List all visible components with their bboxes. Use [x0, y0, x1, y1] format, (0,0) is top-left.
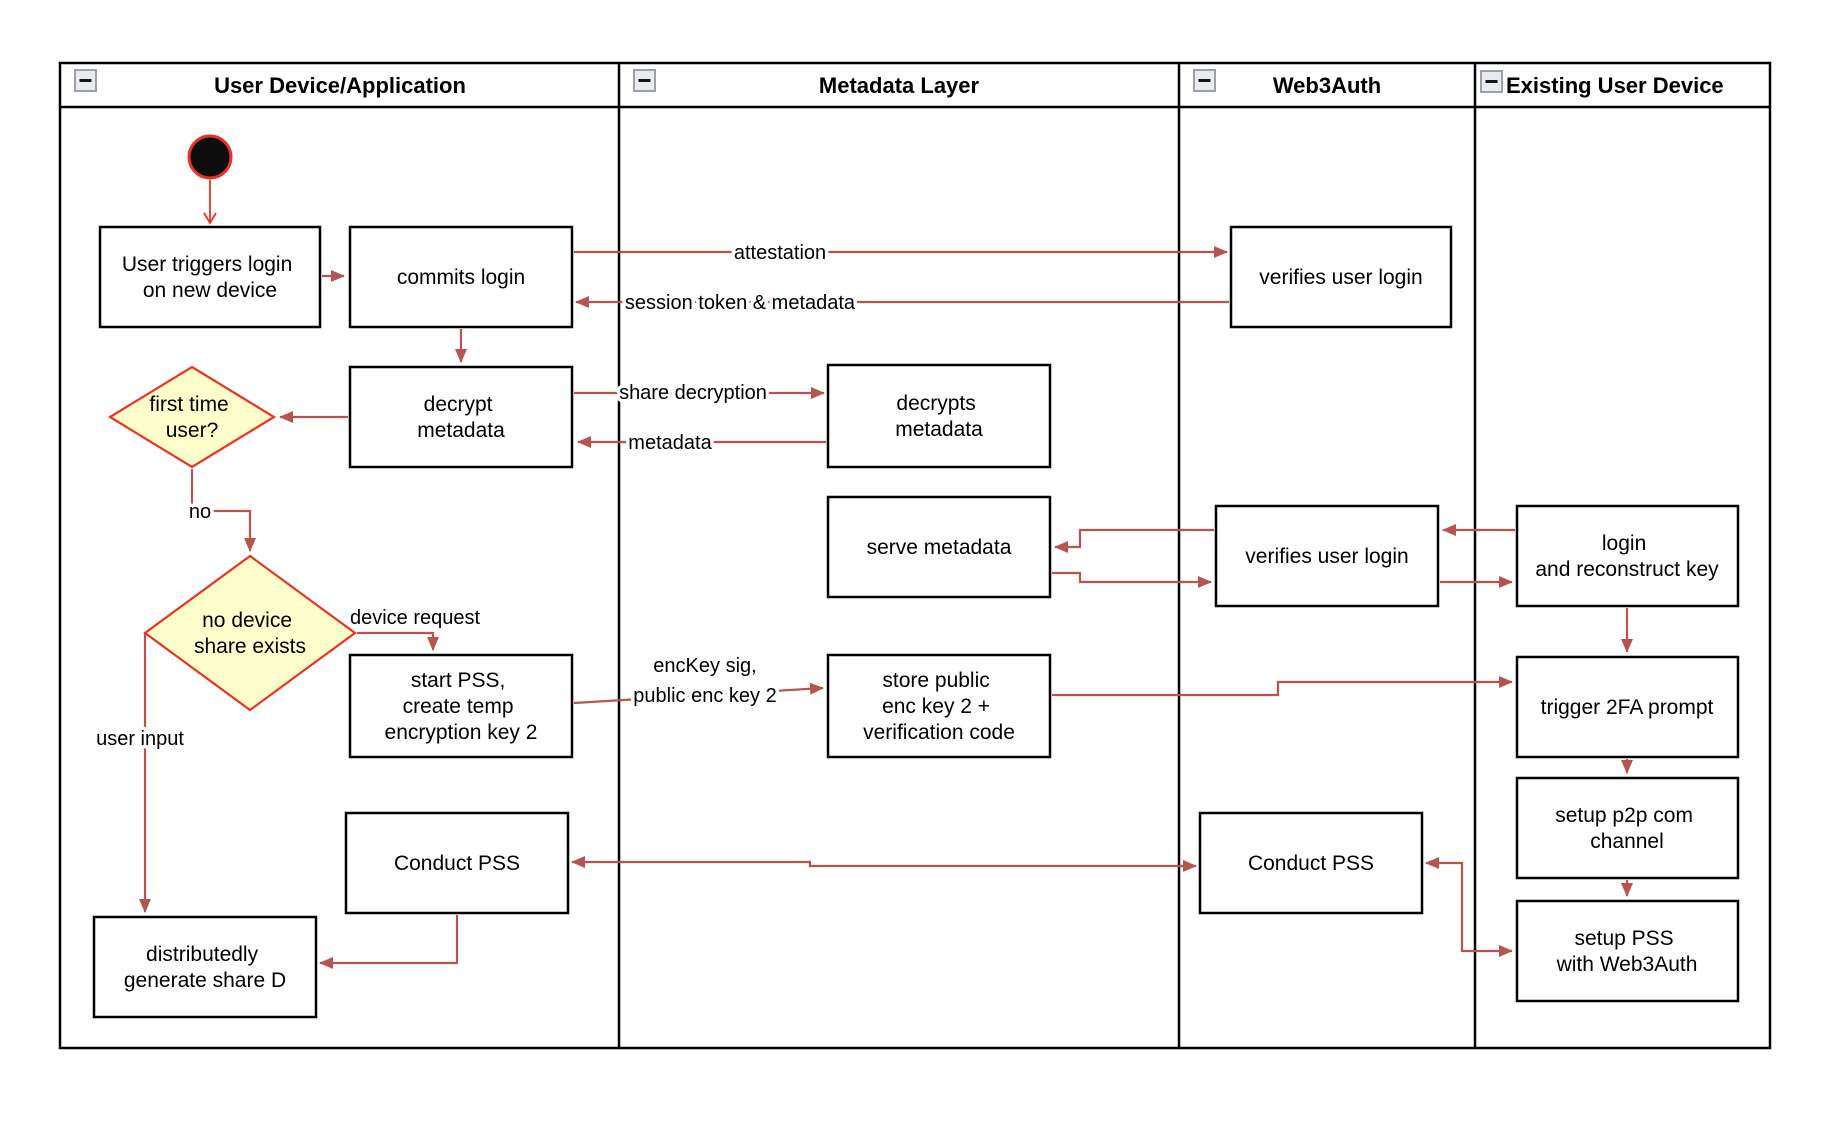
- edge-no: [190, 469, 256, 552]
- node-label: store public enc key 2 + verification co…: [863, 669, 1015, 744]
- node-login-reconstruct-key[interactable]: login and reconstruct key: [1515, 504, 1740, 608]
- node-label: setup PSS with Web3Auth: [1556, 927, 1698, 976]
- swimlane-header-existing-user-device: Existing User Device: [1480, 70, 1724, 98]
- node-first-time-user[interactable]: first time user?: [107, 365, 277, 469]
- collapse-icon[interactable]: [1480, 70, 1503, 93]
- node-label: serve metadata: [867, 536, 1012, 559]
- node-label: start PSS, create temp encryption key 2: [385, 669, 538, 744]
- edge-device-request: [357, 631, 439, 651]
- node-generate-share-d[interactable]: distributedly generate share D: [92, 915, 318, 1019]
- lane-title-user-device: User Device/Application: [214, 73, 466, 98]
- node-label: verifies user login: [1259, 266, 1422, 289]
- edge-label-attestation: attestation: [734, 242, 826, 264]
- node-trigger-2fa[interactable]: trigger 2FA prompt: [1515, 655, 1740, 759]
- edge-setuppss-to-conduct: [1425, 857, 1513, 957]
- initial-node-icon: [187, 134, 233, 180]
- edge-label-session-token: session token & metadata: [625, 292, 856, 314]
- node-serve-metadata[interactable]: serve metadata: [826, 495, 1052, 599]
- node-conduct-pss-device[interactable]: Conduct PSS: [344, 811, 570, 915]
- node-no-device-share[interactable]: no device share exists: [143, 554, 357, 712]
- node-label: login and reconstruct key: [1535, 532, 1719, 581]
- node-label: User triggers login on new device: [122, 253, 298, 302]
- node-conduct-pss-web3auth[interactable]: Conduct PSS: [1198, 811, 1424, 915]
- collapse-icon[interactable]: [633, 69, 656, 92]
- collapse-icon[interactable]: [74, 69, 97, 92]
- node-label: decrypt metadata: [417, 393, 505, 442]
- swimlane-header-web3auth: Web3Auth: [1193, 69, 1381, 98]
- lane-title-metadata-layer: Metadata Layer: [819, 73, 980, 98]
- lane-title-web3auth: Web3Auth: [1273, 73, 1381, 98]
- node-setup-p2p[interactable]: setup p2p com channel: [1515, 776, 1740, 880]
- node-label: decrypts metadata: [895, 392, 983, 441]
- node-label: no device share exists: [194, 609, 306, 658]
- collapse-icon[interactable]: [1193, 69, 1216, 92]
- node-start-pss[interactable]: start PSS, create temp encryption key 2: [348, 653, 574, 759]
- swimlane-frame: [58, 61, 1772, 1050]
- edge-label-user-input: user input: [96, 728, 184, 750]
- node-label: commits login: [397, 266, 525, 289]
- edge-label-public-enc-key: public enc key 2: [633, 685, 776, 707]
- node-commits-login[interactable]: commits login: [348, 225, 574, 329]
- node-label: trigger 2FA prompt: [1541, 696, 1714, 719]
- edge-label-share-decryption: share decryption: [619, 382, 767, 404]
- swimlane-header-user-device: User Device/Application: [74, 69, 466, 98]
- edge-label-device-request: device request: [350, 607, 481, 629]
- node-decrypts-metadata[interactable]: decrypts metadata: [826, 363, 1052, 469]
- node-user-triggers-login[interactable]: User triggers login on new device: [98, 225, 322, 329]
- node-verifies-login-1[interactable]: verifies user login: [1229, 225, 1453, 329]
- swimlane-header-metadata-layer: Metadata Layer: [633, 69, 980, 98]
- node-verifies-login-2[interactable]: verifies user login: [1214, 504, 1440, 608]
- node-decrypt-metadata[interactable]: decrypt metadata: [348, 365, 574, 469]
- node-label: setup p2p com channel: [1555, 804, 1699, 853]
- node-label: verifies user login: [1245, 545, 1408, 568]
- node-store-public-key[interactable]: store public enc key 2 + verification co…: [826, 653, 1052, 759]
- edge-conduct-to-generate: [319, 915, 459, 969]
- edge-label-enckey-sig: encKey sig,: [653, 655, 756, 677]
- node-setup-pss-web3auth[interactable]: setup PSS with Web3Auth: [1515, 899, 1740, 1003]
- edge-label-no: no: [189, 501, 211, 523]
- edge-verifies-to-serve: [1054, 528, 1214, 553]
- node-start[interactable]: [187, 134, 233, 180]
- edge-conduct-pss-link: [571, 856, 1197, 872]
- node-label: Conduct PSS: [394, 852, 520, 875]
- lane-title-existing-user-device: Existing User Device: [1506, 73, 1724, 98]
- node-label: Conduct PSS: [1248, 852, 1374, 875]
- edge-store-to-2fa: [1052, 676, 1513, 697]
- edge-label-metadata: metadata: [628, 432, 712, 454]
- node-label: first time user?: [149, 393, 234, 442]
- edge-serve-to-verifies: [1052, 571, 1212, 588]
- edge-enckey: [573, 682, 824, 705]
- node-label: distributedly generate share D: [124, 943, 286, 992]
